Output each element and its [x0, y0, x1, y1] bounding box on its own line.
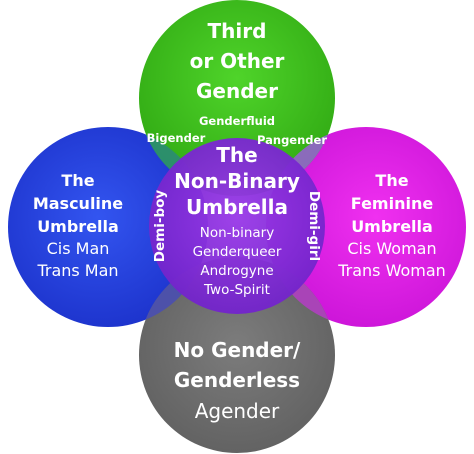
bottom-circle-text: No Gender/ Genderless Agender	[174, 338, 301, 423]
bottom-title-line-1: No Gender/	[174, 338, 301, 362]
center-title-line-1: The	[216, 143, 257, 167]
center-item-genderqueer: Genderqueer	[193, 244, 282, 260]
right-item-trans-woman: Trans Woman	[337, 261, 446, 280]
right-title-line-3: Umbrella	[351, 217, 433, 236]
center-title-line-3: Umbrella	[186, 195, 288, 219]
left-item-cis-man: Cis Man	[47, 239, 110, 258]
right-title-line-2: Feminine	[351, 194, 434, 213]
right-title-line-1: The	[375, 171, 408, 190]
center-item-two-spirit: Two-Spirit	[203, 282, 270, 298]
bottom-item-agender: Agender	[195, 399, 280, 423]
top-title-line-1: Third	[208, 19, 267, 43]
left-title-line-2: Masculine	[33, 194, 123, 213]
bottom-title-line-2: Genderless	[174, 368, 300, 392]
left-circle	[8, 127, 208, 327]
right-circle-text: The Feminine Umbrella Cis Woman Trans Wo…	[337, 171, 446, 280]
top-item-bigender: Bigender	[147, 131, 206, 145]
left-circle-text: The Masculine Umbrella Cis Man Trans Man	[33, 171, 123, 280]
center-title-line-2: Non-Binary	[174, 169, 300, 193]
left-item-trans-man: Trans Man	[36, 261, 118, 280]
left-title-line-3: Umbrella	[37, 217, 119, 236]
right-item-cis-woman: Cis Woman	[347, 239, 436, 258]
top-item-pangender: Pangender	[257, 133, 327, 147]
bottom-circle	[139, 257, 335, 453]
center-item-androgyne: Androgyne	[200, 263, 273, 279]
top-title-line-3: Gender	[196, 79, 278, 103]
top-circle	[139, 0, 335, 196]
top-title-line-2: or Other	[190, 49, 285, 73]
top-item-genderfluid: Genderfluid	[199, 114, 275, 128]
center-item-non-binary: Non-binary	[200, 225, 274, 241]
center-text: The Non-Binary Umbrella Non-binary Gende…	[152, 143, 322, 298]
center-side-demi-boy: Demi-boy	[152, 190, 168, 263]
center-region	[149, 138, 325, 314]
center-side-demi-girl: Demi-girl	[306, 191, 322, 261]
top-circle-text: Third or Other Gender Genderfluid Bigend…	[147, 19, 328, 147]
right-circle	[266, 127, 466, 327]
left-title-line-1: The	[61, 171, 94, 190]
